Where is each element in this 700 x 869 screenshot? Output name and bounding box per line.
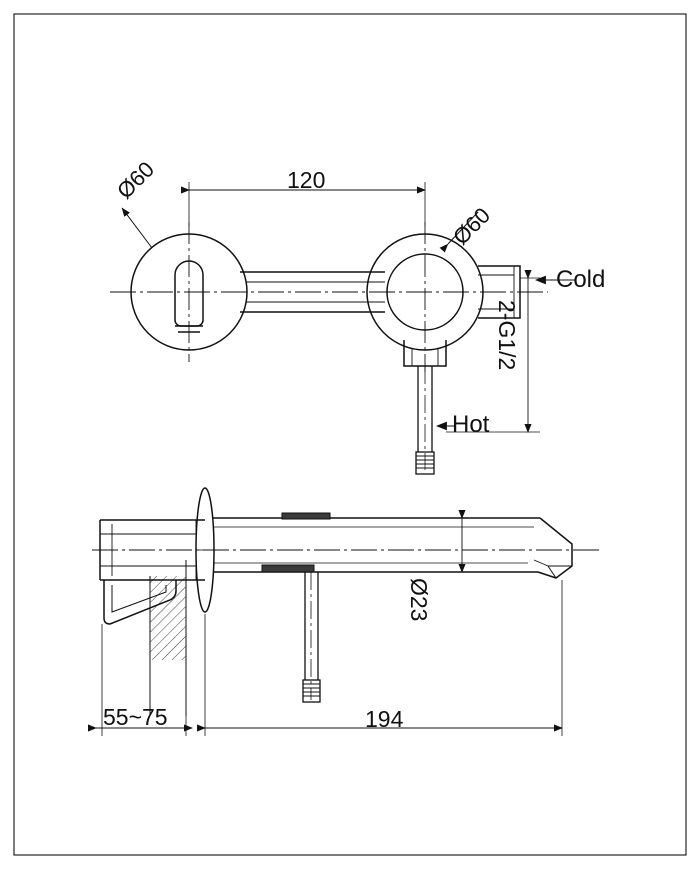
right-diameter-leader <box>439 211 479 253</box>
hot-thread-end <box>415 451 435 475</box>
spout-collar-top <box>281 512 331 520</box>
dim-label-wall-thickness: 55~75 <box>103 704 168 730</box>
hot-thread-hatch <box>416 455 434 469</box>
side-thread-hatch <box>303 683 320 697</box>
spout-aerator <box>533 559 549 567</box>
dim-label-spout-diameter: Ø23 <box>406 578 432 622</box>
callout-cold: Cold <box>556 266 606 293</box>
side-view-group <box>87 487 600 736</box>
side-thread-end <box>302 679 321 703</box>
dim-label-center-distance: 120 <box>287 167 326 193</box>
callout-hot: Hot <box>452 411 490 438</box>
wall-hatch <box>150 576 186 660</box>
left-diameter-leader <box>121 207 153 249</box>
inlet-block <box>478 265 521 319</box>
dim-label-spout-projection: 194 <box>365 706 404 732</box>
dim-label-inlet-thread: 2-G1/2 <box>494 300 520 371</box>
front-view-group <box>110 182 576 475</box>
spout-collar-bottom <box>261 564 315 573</box>
spout-outlet-edge <box>547 565 557 579</box>
spout-end-nose <box>537 517 573 579</box>
sheet-border <box>13 13 687 856</box>
